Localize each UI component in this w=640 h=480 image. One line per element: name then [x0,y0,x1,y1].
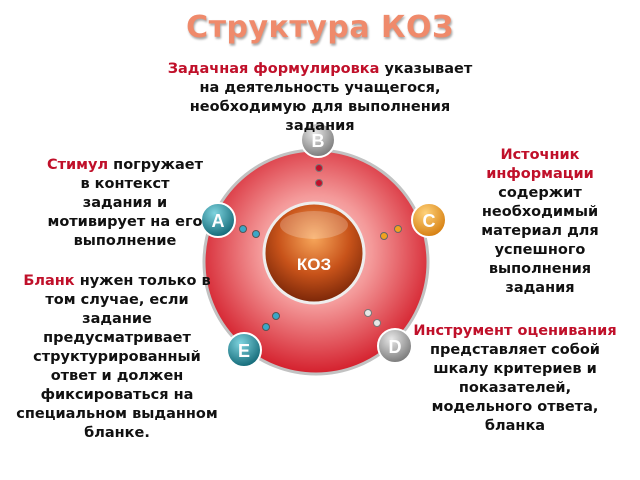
form-term: Бланк [23,273,75,289]
stimulus-text: погружает в контекст задания и мотивируе… [47,157,204,249]
node-e: Е [226,332,262,368]
tool-text: представляет собой шкалу критериев и пок… [430,342,600,434]
stimulus-block: Стимул погружает в контекст задания и мо… [45,156,205,251]
source-text: содержит необходимый материал для успешн… [481,185,599,296]
center-label: КОЗ [297,255,331,274]
page-title: Структура КОЗ [186,10,454,45]
tool-block: Инструмент оценивания представляет собой… [410,322,620,436]
node-a-label: А [212,211,225,231]
tool-term: Инструмент оценивания [413,323,617,339]
connector-dots [239,164,402,331]
source-term: Источник информации [486,147,594,182]
node-b-label: В [312,131,325,151]
form-text: нужен только в том случае, если задание … [16,273,218,441]
task-text: указывает на деятельность учащегося, нео… [189,61,473,134]
task-term: Задачная формулировка [167,61,380,77]
node-e-label: Е [238,341,250,361]
node-a: А [200,202,236,238]
form-block: Бланк нужен только в том случае, если за… [8,272,226,443]
task-block: Задачная формулировка указывает на деяте… [160,60,480,136]
node-c: С [411,202,447,238]
source-block: Источник информации содержит необходимый… [460,146,620,298]
node-d: D [377,328,413,364]
node-b: В [300,122,336,158]
node-c-label: С [423,211,436,231]
stimulus-term: Стимул [46,157,109,173]
node-d-label: D [389,337,402,357]
center-circle [262,201,366,305]
